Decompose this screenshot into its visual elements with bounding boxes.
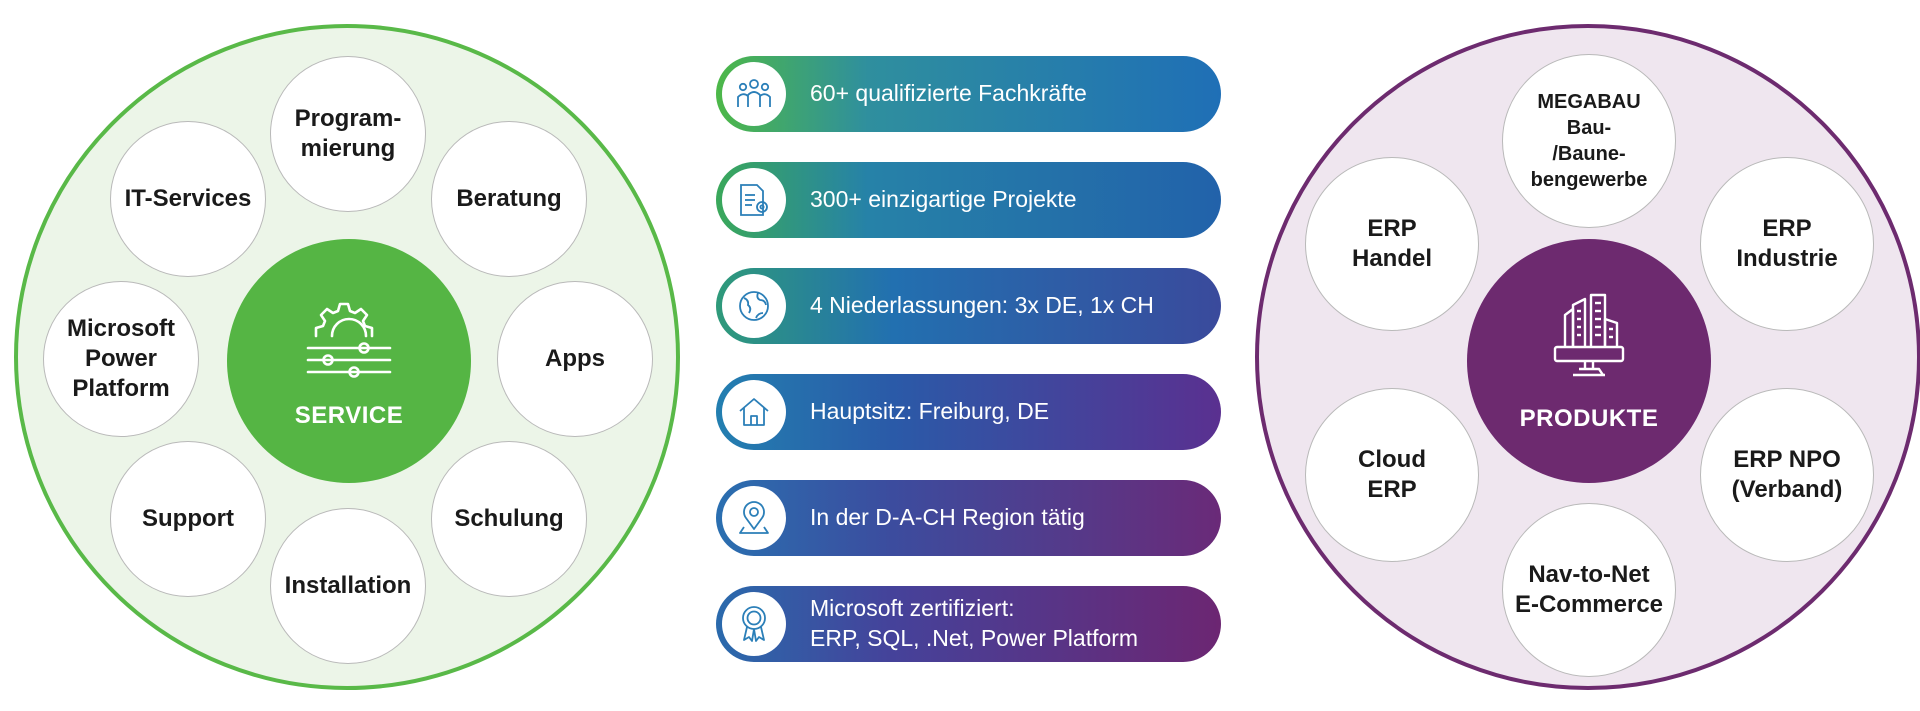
- service-bubble-installation: Installation: [270, 508, 426, 664]
- service-bubble-beratung: Beratung: [431, 121, 587, 277]
- fact-badge: [722, 486, 786, 550]
- product-bubble-nav-to-net: Nav-to-Net E-Commerce: [1502, 503, 1676, 677]
- products-hub-label: PRODUKTE: [1519, 405, 1659, 432]
- fact-badge: [722, 274, 786, 338]
- service-hub: SERVICE: [227, 239, 471, 483]
- fact-pill-fachkraefte: 60+ qualifizierte Fachkräfte: [716, 56, 1221, 132]
- service-bubble-apps: Apps: [497, 281, 653, 437]
- document-gear-icon: [740, 184, 768, 216]
- location-pin-icon: [739, 501, 769, 534]
- product-bubble-cloud-erp: Cloud ERP: [1305, 388, 1479, 562]
- buildings-monitor-icon: [1553, 293, 1625, 377]
- product-bubble-erp-industrie: ERP Industrie: [1700, 157, 1874, 331]
- house-icon: [739, 398, 769, 426]
- fact-badge: [722, 380, 786, 444]
- fact-pill-hauptsitz: Hauptsitz: Freiburg, DE: [716, 374, 1221, 450]
- fact-pill-projekte: 300+ einzigartige Projekte: [716, 162, 1221, 238]
- service-bubble-it-services: IT-Services: [110, 121, 266, 277]
- fact-pill-microsoft-zertifiziert: Microsoft zertifiziert: ERP, SQL, .Net, …: [716, 586, 1221, 662]
- gear-sliders-icon: [306, 302, 392, 378]
- fact-badge: [722, 168, 786, 232]
- fact-text: 60+ qualifizierte Fachkräfte: [810, 80, 1087, 107]
- fact-text: Hauptsitz: Freiburg, DE: [810, 398, 1050, 425]
- product-bubble-megabau: MEGABAU Bau- /Baune- bengewerbe: [1502, 54, 1676, 228]
- team-icon: [737, 79, 771, 107]
- service-bubble-microsoft-power-platform: Microsoft Power Platform: [43, 281, 199, 437]
- product-bubble-erp-npo: ERP NPO (Verband): [1700, 388, 1874, 562]
- fact-text: Microsoft zertifiziert: ERP, SQL, .Net, …: [810, 595, 1139, 651]
- service-bubble-support: Support: [110, 441, 266, 597]
- service-hub-label: SERVICE: [294, 402, 404, 429]
- fact-text: 300+ einzigartige Projekte: [810, 186, 1077, 213]
- globe-icon: [739, 291, 769, 321]
- fact-badge: [722, 592, 786, 656]
- service-bubble-schulung: Schulung: [431, 441, 587, 597]
- product-bubble-erp-handel: ERP Handel: [1305, 157, 1479, 331]
- fact-text: In der D-A-CH Region tätig: [810, 504, 1085, 531]
- fact-pill-dach-region: In der D-A-CH Region tätig: [716, 480, 1221, 556]
- products-hub: PRODUKTE: [1467, 239, 1711, 483]
- fact-text: 4 Niederlassungen: 3x DE, 1x CH: [810, 292, 1154, 319]
- service-bubble-programmierung: Program- mierung: [270, 56, 426, 212]
- fact-badge: [722, 62, 786, 126]
- fact-pill-niederlassungen: 4 Niederlassungen: 3x DE, 1x CH: [716, 268, 1221, 344]
- certificate-badge-icon: [742, 606, 766, 642]
